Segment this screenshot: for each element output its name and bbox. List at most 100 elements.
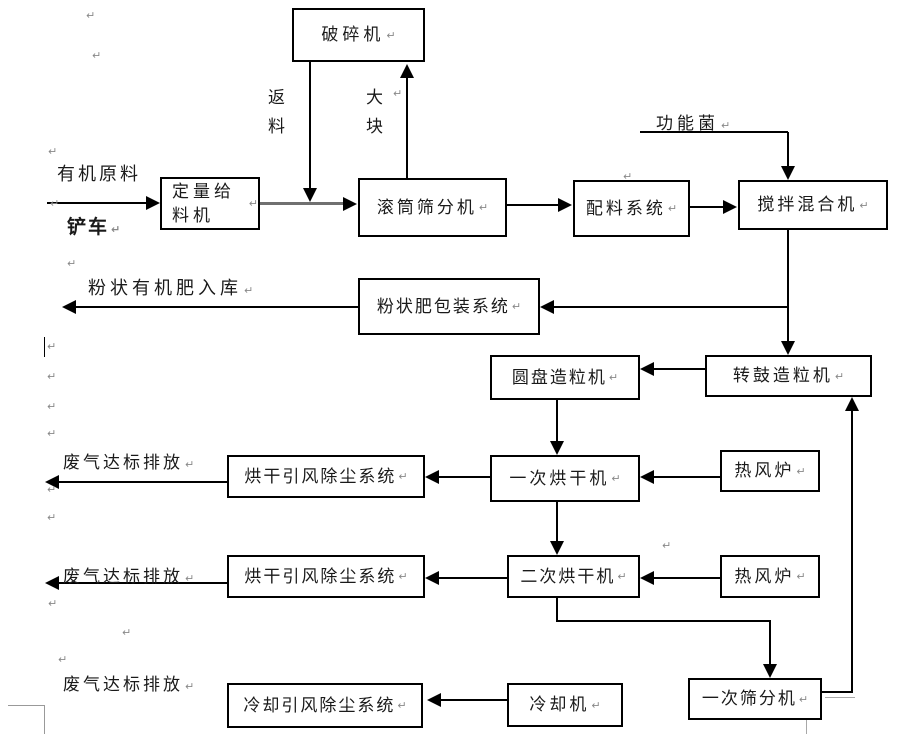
paragraph-mark-icon: ↵ xyxy=(92,49,102,62)
paragraph-mark-icon: ↵ xyxy=(248,197,258,210)
connector-line xyxy=(556,400,558,442)
paragraph-mark-icon: ↵ xyxy=(611,472,621,485)
arrow-head-right xyxy=(343,197,357,211)
arrow-head-left xyxy=(62,300,76,314)
paragraph-mark-icon: ↵ xyxy=(244,284,258,297)
paragraph-mark-icon: ↵ xyxy=(47,370,57,383)
arrow-head-left xyxy=(427,693,441,707)
paragraph-mark-icon: ↵ xyxy=(50,197,60,210)
arrow-head-right xyxy=(146,196,160,210)
arrow-head-down xyxy=(550,441,564,455)
paragraph-mark-icon: ↵ xyxy=(662,539,672,552)
paragraph-mark-icon: ↵ xyxy=(796,464,806,478)
arrow-head-up xyxy=(845,397,859,411)
node-label: 烘干引风除尘系统 xyxy=(244,566,397,587)
node-label: 热风炉 xyxy=(734,461,795,481)
node-secondary-dryer: 二次烘干机↵ xyxy=(507,555,640,598)
label-text: 有机原料 xyxy=(57,164,141,185)
paragraph-mark-icon: ↵ xyxy=(122,626,132,639)
arrow-head-down xyxy=(781,341,795,355)
label-return-material: 返料 xyxy=(268,84,290,142)
paragraph-mark-icon: ↵ xyxy=(617,570,627,583)
paragraph-mark-icon: ↵ xyxy=(591,698,601,712)
node-label: 冷却机 xyxy=(529,695,590,715)
label-text: 废气达标排放 xyxy=(63,675,183,695)
connector-line xyxy=(806,706,807,734)
paragraph-mark-icon: ↵ xyxy=(58,653,68,666)
connector-line xyxy=(8,705,45,706)
paragraph-mark-icon: ↵ xyxy=(111,223,123,236)
paragraph-mark-icon: ↵ xyxy=(185,458,198,471)
label-exhaust-discharge-3: 废气达标排放↵ xyxy=(63,670,197,695)
connector-line xyxy=(554,306,787,308)
node-label: 搅拌混合机 xyxy=(757,195,858,215)
paragraph-mark-icon: ↵ xyxy=(185,680,198,693)
paragraph-mark-icon: ↵ xyxy=(185,572,198,585)
paragraph-mark-icon: ↵ xyxy=(48,597,58,610)
node-label: 转鼓造粒机 xyxy=(732,366,833,386)
label-exhaust-discharge-1: 废气达标排放↵ xyxy=(63,448,197,473)
connector-line xyxy=(44,705,45,734)
connector-line xyxy=(851,409,853,692)
node-hot-air-furnace-2: 热风炉↵ xyxy=(720,555,820,598)
node-disc-granulator: 圆盘造粒机↵ xyxy=(490,355,640,400)
arrow-head-left xyxy=(640,571,654,585)
connector-line xyxy=(47,202,147,204)
paragraph-mark-icon: ↵ xyxy=(798,692,809,706)
node-label: 圆盘造粒机 xyxy=(511,367,607,388)
connector-line xyxy=(654,368,705,370)
connector-line xyxy=(822,691,853,693)
arrow-head-right xyxy=(558,198,572,212)
arrow-head-left xyxy=(45,576,59,590)
arrow-head-left xyxy=(640,470,654,484)
label-text: 大块 xyxy=(366,88,383,137)
node-cooling-dust-removal: 冷却引风除尘系统↵ xyxy=(227,683,423,728)
node-drum-granulator: 转鼓造粒机↵ xyxy=(705,355,872,397)
connector-line xyxy=(439,476,490,478)
paragraph-mark-icon: ↵ xyxy=(623,170,633,183)
label-text: 返料 xyxy=(268,88,285,137)
node-hot-air-furnace-1: 热风炉↵ xyxy=(720,450,820,492)
paragraph-mark-icon: ↵ xyxy=(47,340,57,353)
paragraph-mark-icon: ↵ xyxy=(386,28,396,42)
arrow-head-up xyxy=(400,64,414,78)
node-label: 滚筒筛分机 xyxy=(376,197,477,218)
label-large-chunks: 大块 xyxy=(366,84,388,142)
arrow-head-down xyxy=(303,188,317,202)
node-label: 粉状肥包装系统 xyxy=(376,296,510,317)
paragraph-mark-icon: ↵ xyxy=(478,201,489,214)
node-mixer: 搅拌混合机↵ xyxy=(738,180,888,230)
paragraph-mark-icon: ↵ xyxy=(834,369,845,383)
connector-line xyxy=(76,306,358,308)
connector-line xyxy=(59,481,227,483)
paragraph-mark-icon: ↵ xyxy=(859,198,869,212)
node-label: 定量给料机 xyxy=(172,181,235,226)
label-text: 铲车 xyxy=(67,216,110,238)
arrow-head-left xyxy=(425,470,439,484)
connector-line xyxy=(406,78,408,178)
connector-line xyxy=(825,697,855,698)
arrow-head-down xyxy=(781,166,795,180)
connector-line xyxy=(769,620,771,665)
paragraph-mark-icon: ↵ xyxy=(398,470,408,483)
label-text: 废气达标排放 xyxy=(63,453,183,473)
connector-line xyxy=(441,699,507,701)
paragraph-mark-icon: ↵ xyxy=(608,371,619,384)
paragraph-mark-icon: ↵ xyxy=(398,570,408,583)
paragraph-mark-icon: ↵ xyxy=(667,202,678,215)
connector-line xyxy=(556,502,558,542)
arrow-head-left xyxy=(640,362,654,376)
paragraph-mark-icon: ↵ xyxy=(796,570,806,583)
node-drum-screener: 滚筒筛分机↵ xyxy=(358,178,507,237)
connector-line xyxy=(640,131,788,133)
arrow-head-left xyxy=(540,300,554,314)
connector-line xyxy=(44,337,45,357)
paragraph-mark-icon: ↵ xyxy=(86,9,96,22)
label-organic-material: 有机原料 xyxy=(57,160,141,186)
node-quantitative-feeder: 定量给料机 ↵ xyxy=(160,177,260,230)
label-exhaust-discharge-2: 废气达标排放↵ xyxy=(63,562,197,587)
paragraph-mark-icon: ↵ xyxy=(511,300,522,313)
node-label: 一次烘干机 xyxy=(509,468,610,489)
arrow-head-left xyxy=(425,571,439,585)
